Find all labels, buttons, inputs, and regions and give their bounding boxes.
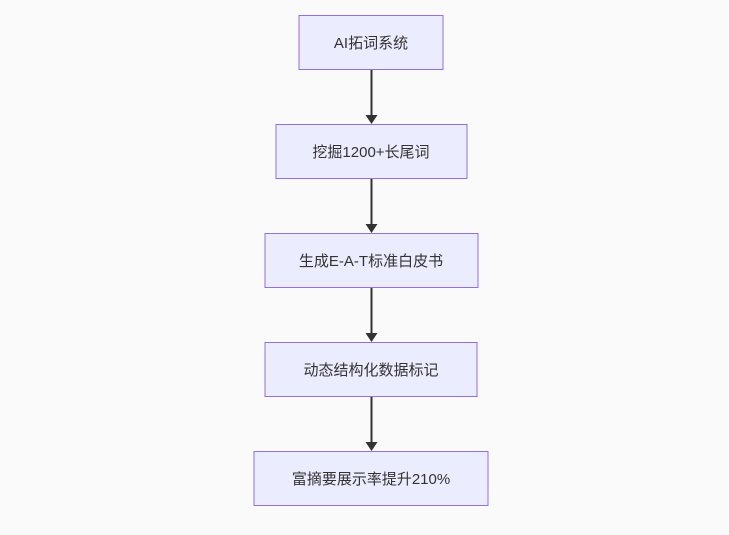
flow-node-generate-eat-whitepaper: 生成E-A-T标准白皮书 — [264, 233, 478, 288]
arrow-head-icon — [365, 115, 377, 124]
flow-arrow-1 — [364, 70, 378, 124]
flow-node-dynamic-structured-data-markup: 动态结构化数据标记 — [264, 342, 478, 397]
flowchart: AI拓词系统 挖掘1200+长尾词 生成E-A-T标准白皮书 动态结构化数据标记… — [253, 15, 489, 506]
flow-node-ai-word-expansion-system: AI拓词系统 — [298, 15, 444, 70]
arrow-line — [370, 70, 372, 115]
flow-node-rich-snippet-rate-increase: 富摘要展示率提升210% — [253, 451, 489, 506]
arrow-head-icon — [365, 333, 377, 342]
flow-arrow-4 — [364, 397, 378, 451]
arrow-line — [370, 179, 372, 224]
arrow-line — [370, 397, 372, 442]
flow-arrow-3 — [364, 288, 378, 342]
arrow-head-icon — [365, 442, 377, 451]
flow-arrow-2 — [364, 179, 378, 233]
arrow-line — [370, 288, 372, 333]
arrow-head-icon — [365, 224, 377, 233]
flow-node-mine-longtail-keywords: 挖掘1200+长尾词 — [275, 124, 467, 179]
